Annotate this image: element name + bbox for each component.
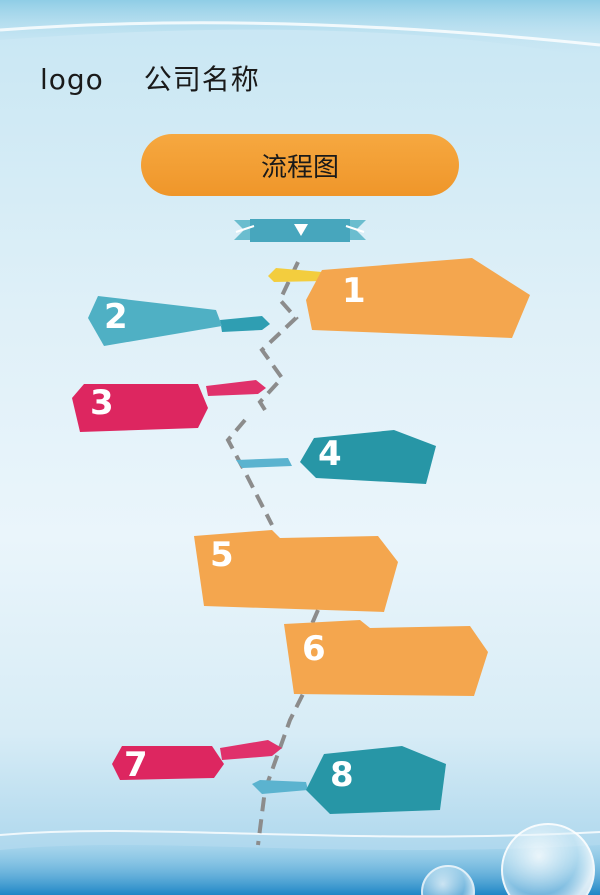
step-7-number: 7 — [124, 745, 148, 785]
header-brand: logo 公司名称 — [40, 58, 260, 98]
step-2-number: 2 — [104, 297, 128, 337]
step-1: 1 — [306, 258, 530, 338]
step-4: 4 — [300, 430, 436, 484]
step-8-number: 8 — [330, 755, 354, 795]
flowchart-title-pill: 流程图 — [141, 134, 459, 196]
step-3-number: 3 — [90, 383, 114, 423]
flowchart-title: 流程图 — [260, 152, 339, 183]
logo-label: logo — [40, 63, 104, 96]
step-6: 6 — [284, 620, 488, 696]
company-name: 公司名称 — [143, 63, 260, 96]
down-arrow-icon — [294, 224, 308, 236]
step-2-pointer — [220, 316, 270, 332]
step-6-number: 6 — [302, 629, 326, 669]
step-3-pointer — [206, 380, 266, 396]
down-arrow-ribbon — [234, 219, 366, 242]
step-4-pointer — [236, 458, 292, 468]
step-1-number: 1 — [342, 271, 366, 311]
step-7: 7 — [112, 745, 224, 785]
step-5: 5 — [194, 530, 398, 612]
step-2: 2 — [88, 296, 222, 346]
step-1-pointer — [268, 268, 324, 282]
step-4-number: 4 — [318, 434, 342, 474]
step-8-pointer — [252, 780, 308, 794]
step-3: 3 — [72, 383, 208, 432]
step-7-pointer — [220, 740, 282, 760]
step-5-number: 5 — [210, 535, 234, 575]
step-8: 8 — [306, 746, 446, 814]
